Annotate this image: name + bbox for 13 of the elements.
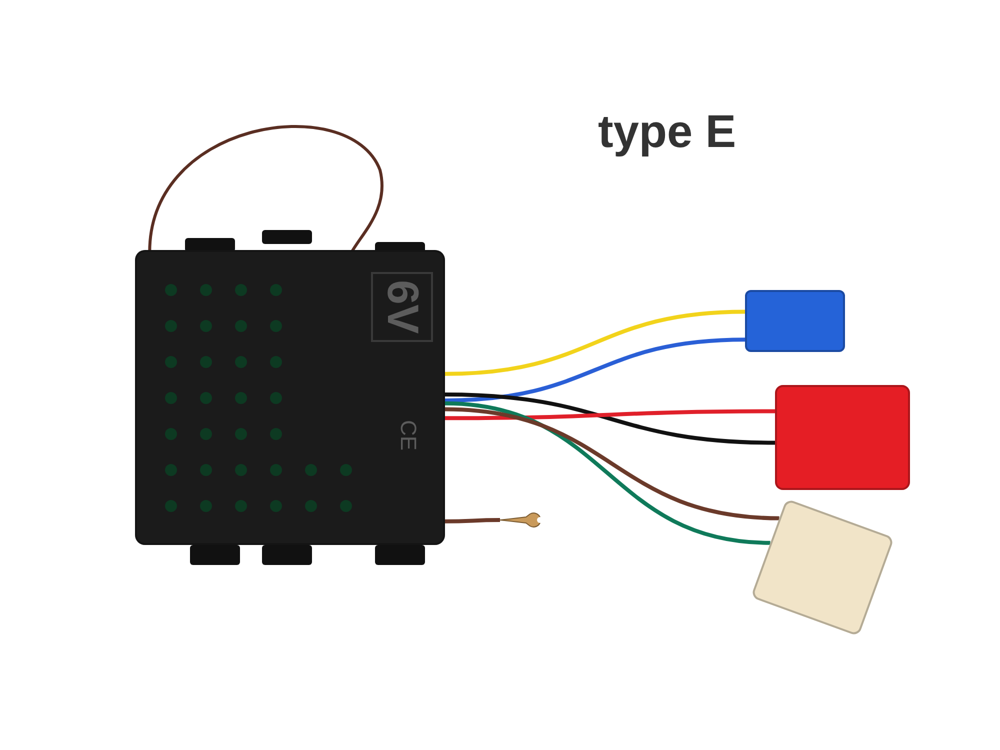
certification-marking: CE <box>395 420 421 451</box>
wire <box>444 338 746 402</box>
controller-module <box>135 250 445 545</box>
wire <box>444 407 780 520</box>
wire <box>444 310 746 376</box>
title: type E <box>598 104 736 158</box>
connector-plug <box>775 385 910 490</box>
wire <box>445 409 775 420</box>
wire <box>445 518 500 524</box>
wire <box>444 392 776 445</box>
connector-plug <box>745 290 845 352</box>
wire <box>444 401 770 545</box>
voltage-marking: 6V <box>371 272 433 342</box>
